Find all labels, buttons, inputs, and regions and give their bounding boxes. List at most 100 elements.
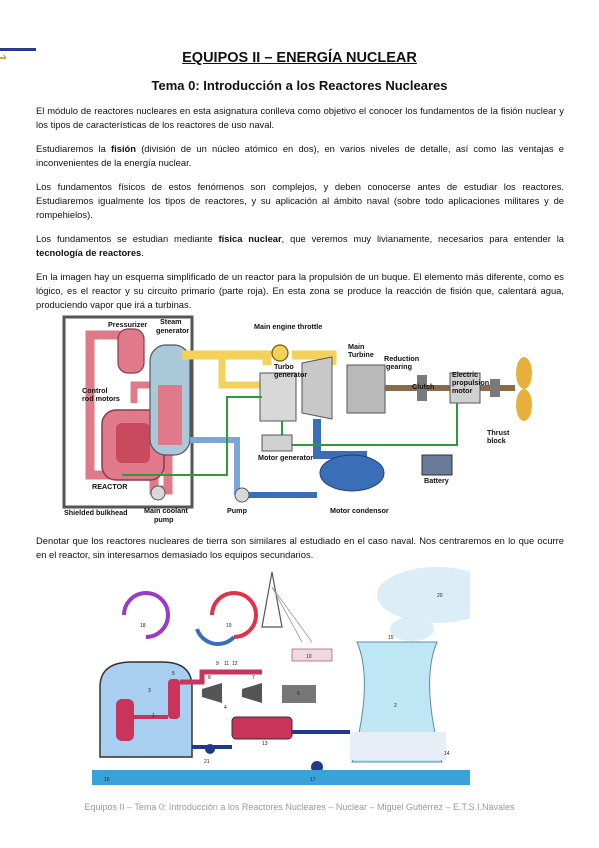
paragraph-4-text-end: .: [141, 247, 144, 258]
turbo-generator: [259, 372, 297, 422]
main-engine-throttle: [271, 344, 289, 362]
main-coolant-pump-icon: [150, 485, 166, 501]
num-17: 17: [310, 777, 316, 783]
power-line-2: [271, 586, 313, 643]
label-reduction-gearing-2: gearing: [386, 362, 412, 371]
cycle-arrow-2: [210, 591, 258, 639]
num-4: 4: [224, 705, 227, 711]
label-reduction-gearing-1: Reduction: [384, 354, 419, 363]
label-motor-generator: Motor generator: [258, 453, 313, 462]
label-main-turbine-1: Main: [348, 342, 364, 351]
feedwater-return: [190, 437, 240, 495]
steam-line-main: [182, 350, 272, 365]
paragraph-3: Los fundamentos físicos de estos fenómen…: [36, 181, 564, 220]
num-2: 2: [394, 703, 397, 709]
pump-icon: [234, 487, 250, 503]
num-18: 18: [140, 623, 146, 629]
label-control-rod-2: rod motors: [82, 394, 120, 403]
num-15: 15: [388, 635, 394, 641]
num-10: 10: [306, 654, 312, 660]
propeller-blade-top: [516, 357, 532, 389]
label-main-engine-throttle: Main engine throttle: [254, 322, 322, 331]
num-16: 16: [104, 777, 110, 783]
document-subtitle: Tema 0: Introducción a los Reactores Nuc…: [151, 78, 448, 93]
battery: [421, 454, 453, 476]
label-turbo-generator-1: Turbo: [274, 362, 294, 371]
reactor-pressure-vessel: [116, 699, 134, 741]
power-plant-diagram: 1 2 3 4 5 6 7 8 9 10 11 12 13 14 15 16 1…: [92, 567, 470, 785]
cooling-tower-fill: [350, 732, 446, 760]
electrical-line-1: [122, 396, 262, 476]
label-motor-condensor: Motor condensor: [330, 506, 389, 515]
reactor-core: [116, 423, 150, 463]
num-3: 3: [148, 688, 151, 694]
steam-puff: [390, 617, 434, 641]
electric-propulsion-motor: [449, 372, 481, 404]
main-turbine: [301, 356, 333, 420]
paragraph-2-bold-fision: fisión: [111, 143, 136, 154]
label-shielded-bulkhead: Shielded bulkhead: [64, 508, 128, 517]
label-electric-motor-3: motor: [452, 386, 473, 395]
num-1: 1: [152, 713, 155, 719]
num-8: 8: [208, 675, 211, 681]
steam-cloud: [377, 567, 470, 623]
num-12: 12: [232, 661, 238, 667]
cycle-arrow-1: [122, 591, 170, 639]
label-steam-generator-1: Steam: [160, 317, 182, 326]
power-line-1: [271, 586, 303, 643]
lp-turbine: [242, 683, 262, 703]
num-9: 9: [216, 661, 219, 667]
paragraph-4-bold-tecnologia: tecnología de reactores: [36, 247, 142, 258]
num-5: 5: [172, 671, 175, 677]
num-19: 19: [226, 623, 232, 629]
transformer: [291, 648, 333, 662]
paragraph-6: Denotar que los reactores nucleares de t…: [36, 535, 564, 560]
label-main-coolant-1: Main coolant: [144, 506, 189, 515]
paragraph-4-bold-fisica: física nuclear: [218, 233, 282, 244]
num-6: 6: [297, 691, 300, 697]
steam-generator-tubes: [158, 385, 182, 445]
steam-line-plant: [180, 669, 262, 685]
paragraph-2-text-end: (división de un núcleo atómico en dos), …: [36, 143, 564, 168]
paragraph-1: El módulo de reactores nucleares en esta…: [36, 105, 564, 130]
label-control-rod-1: Control: [82, 386, 108, 395]
label-electric-motor-1: Electric: [452, 370, 478, 379]
steam-generator-2: [168, 679, 180, 719]
paragraph-4-text: Los fundamentos se estudian mediante: [36, 233, 219, 244]
clutch: [417, 375, 427, 401]
water-source: [92, 770, 470, 785]
label-thrust-block-2: block: [487, 436, 506, 445]
paragraph-4-text-mid: , que veremos muy livianamente, necesari…: [281, 233, 564, 244]
label-pressurizer: Pressurizer: [108, 320, 147, 329]
hp-turbine: [202, 683, 222, 703]
motor-generator: [261, 434, 293, 452]
page-mark-bar: [0, 48, 36, 51]
num-11: 11: [224, 661, 229, 667]
thrust-block: [490, 379, 500, 397]
label-electric-motor-2: propulsion: [452, 378, 489, 387]
shielded-bulkhead-frame: [62, 315, 194, 509]
label-main-turbine-2: Turbine: [348, 350, 374, 359]
cycle-arrow-2b: [195, 628, 236, 647]
label-pump: Pump: [227, 506, 248, 515]
label-thrust-block-1: Thrust: [487, 428, 510, 437]
transmission-tower-icon: [261, 571, 283, 628]
generator-unit: [282, 685, 316, 703]
label-reactor: REACTOR: [92, 482, 128, 491]
page-footer: Equipos II – Tema 0: Introducción a los …: [84, 802, 515, 812]
paragraph-2: Estudiaremos la fisión (división de un n…: [36, 142, 564, 170]
pressurizer: [117, 328, 145, 374]
num-14: 14: [444, 751, 450, 757]
paragraph-4: Los fundamentos se estudian mediante fís…: [36, 232, 564, 260]
feed-pump-icon: [205, 744, 215, 754]
num-13: 13: [262, 741, 268, 747]
num-20: 20: [437, 593, 443, 599]
num-21: 21: [204, 759, 210, 765]
num-7: 7: [252, 675, 255, 681]
electrical-line-2: [281, 403, 458, 446]
document-title: EQUIPOS II – ENERGÍA NUCLEAR: [182, 50, 417, 66]
paragraph-2-text: Estudiaremos la: [36, 143, 111, 154]
label-clutch: Clutch: [412, 382, 434, 391]
propeller-blade-bottom: [516, 389, 532, 421]
condenser: [319, 454, 385, 492]
